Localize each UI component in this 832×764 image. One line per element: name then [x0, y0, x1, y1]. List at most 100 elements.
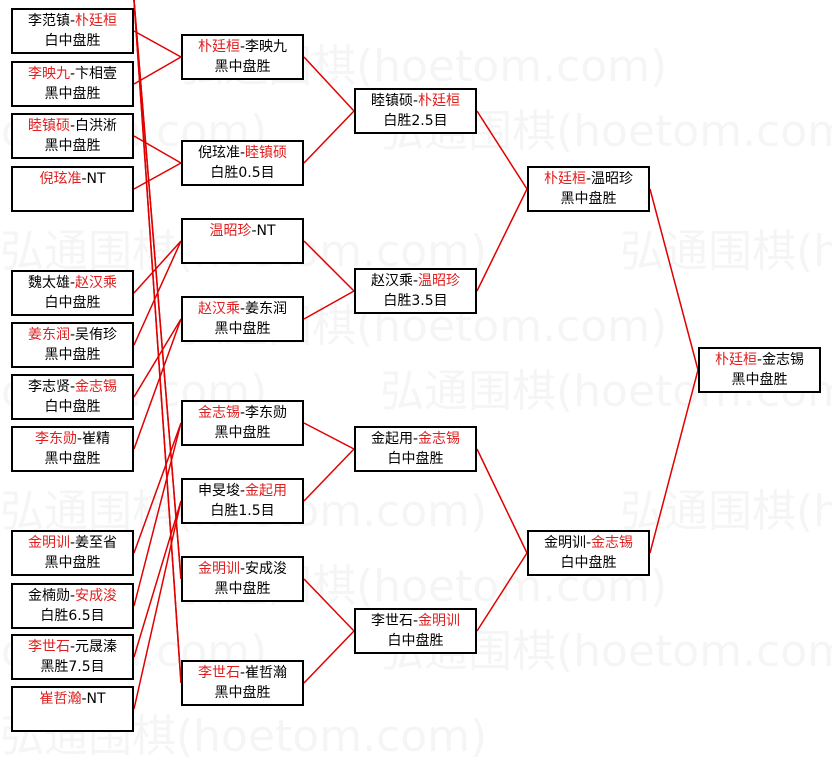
match-result: 白胜1.5目: [210, 503, 275, 519]
player-black: 金楠勋: [27, 588, 70, 604]
match-players: 倪玹准-睦镇硕: [183, 143, 302, 163]
match-box-round1-12: 崔哲瀚-NT: [11, 686, 134, 732]
match-box-round2-5: 金志锡-李东勋黑中盘胜: [181, 400, 304, 446]
match-box-round2-1: 朴廷桓-李映九黑中盘胜: [181, 34, 304, 80]
separator: -: [76, 431, 83, 447]
player-black: 倪玹准: [39, 171, 82, 187]
match-box-round2-4: 赵汉乘-姜东润黑中盘胜: [181, 296, 304, 342]
match-box-round3-2: 赵汉乘-温昭珍白胜3.5目: [354, 268, 477, 314]
match-result: 黑胜7.5目: [40, 659, 105, 675]
match-players: 睦镇硕-朴廷桓: [356, 91, 475, 111]
match-box-round2-2: 倪玹准-睦镇硕白胜0.5目: [181, 140, 304, 186]
player-white: NT: [86, 691, 106, 707]
player-black: 魏太雄: [27, 275, 70, 291]
player-white: 金志锡: [418, 431, 461, 447]
match-box-round1-6: 姜东润-吴侑珍黑中盘胜: [11, 322, 134, 368]
match-players: 金明训-安成浚: [183, 559, 302, 579]
separator: -: [69, 13, 76, 29]
separator: -: [81, 691, 87, 707]
match-players: 赵汉乘-姜东润: [183, 299, 302, 319]
match-result: 白中盘胜: [560, 555, 617, 571]
player-white: 李东勋: [245, 405, 288, 421]
separator: -: [69, 379, 76, 395]
player-white: 李映九: [245, 39, 288, 55]
match-result: 黑中盘胜: [44, 138, 101, 154]
connector-line: [476, 110, 528, 190]
separator: -: [239, 405, 246, 421]
match-players: 李映九-卞相壹: [13, 64, 132, 84]
separator: -: [756, 352, 763, 368]
player-black: 睦镇硕: [370, 93, 413, 109]
match-result: 黑中盘胜: [44, 347, 101, 363]
match-players: 李范镇-朴廷桓: [13, 11, 132, 31]
player-black: 赵汉乘: [370, 273, 413, 289]
player-white: 金志锡: [591, 535, 634, 551]
connector-line: [303, 56, 355, 112]
match-players: 朴廷桓-温昭珍: [529, 169, 648, 189]
match-box-round1-4: 倪玹准-NT: [11, 166, 134, 212]
separator: -: [239, 301, 246, 317]
player-white: 朴廷桓: [75, 13, 118, 29]
match-result: 白中盘胜: [44, 33, 101, 49]
match-players: 申旻埈-金起用: [183, 481, 302, 501]
player-black: 朴廷桓: [714, 352, 757, 368]
connector-line: [133, 0, 182, 580]
match-players: 李世石-崔哲瀚: [183, 663, 302, 683]
match-result: 白胜6.5目: [40, 608, 105, 624]
player-black: 李世石: [27, 639, 70, 655]
match-box-round3-1: 睦镇硕-朴廷桓白胜2.5目: [354, 88, 477, 134]
player-white: 元晟溱: [75, 639, 118, 655]
separator: -: [239, 39, 246, 55]
separator: -: [69, 275, 76, 291]
match-box-round1-5: 魏太雄-赵汉乘白中盘胜: [11, 270, 134, 316]
player-black: 姜东润: [27, 327, 70, 343]
player-white: 赵汉乘: [75, 275, 118, 291]
separator: -: [69, 66, 76, 82]
connector-line: [133, 240, 182, 294]
connector-line: [303, 578, 355, 632]
player-white: 金志锡: [75, 379, 118, 395]
connector-line: [133, 0, 182, 684]
player-white: 安成浚: [75, 588, 118, 604]
match-box-round2-8: 李世石-崔哲瀚黑中盘胜: [181, 660, 304, 706]
match-players: 金志锡-李东勋: [183, 403, 302, 423]
player-black: 李东勋: [34, 431, 77, 447]
separator: -: [585, 535, 592, 551]
match-players: 赵汉乘-温昭珍: [356, 271, 475, 291]
match-box-round4-1: 朴廷桓-温昭珍黑中盘胜: [527, 166, 650, 212]
player-black: 李映九: [27, 66, 70, 82]
separator: -: [239, 561, 246, 577]
match-result: 黑中盘胜: [214, 425, 271, 441]
player-black: 李世石: [370, 613, 413, 629]
player-black: 金志锡: [197, 405, 240, 421]
player-black: 李范镇: [27, 13, 70, 29]
match-result: 白中盘胜: [387, 633, 444, 649]
player-black: 睦镇硕: [27, 118, 70, 134]
match-players: 姜东润-吴侑珍: [13, 325, 132, 345]
connector-line: [133, 318, 182, 398]
match-box-round1-2: 李映九-卞相壹黑中盘胜: [11, 61, 134, 107]
separator: -: [412, 93, 419, 109]
match-players: 魏太雄-赵汉乘: [13, 273, 132, 293]
player-white: NT: [256, 223, 276, 239]
connector-line: [133, 56, 182, 85]
player-white: 崔哲瀚: [245, 665, 288, 681]
match-result: 黑中盘胜: [560, 191, 617, 207]
match-box-final-1: 朴廷桓-金志锡黑中盘胜: [698, 347, 821, 393]
player-black: 李世石: [197, 665, 240, 681]
separator: -: [585, 171, 592, 187]
separator: -: [81, 171, 87, 187]
separator: -: [69, 535, 76, 551]
connector-line: [649, 188, 699, 371]
match-players: 睦镇硕-白洪淅: [13, 116, 132, 136]
match-result: 黑中盘胜: [731, 372, 788, 388]
match-box-round4-2: 金明训-金志锡白中盘胜: [527, 530, 650, 576]
separator: -: [69, 118, 76, 134]
match-box-round2-7: 金明训-安成浚黑中盘胜: [181, 556, 304, 602]
player-black: 朴廷桓: [197, 39, 240, 55]
connector-line: [133, 162, 182, 190]
match-players: 倪玹准-NT: [13, 169, 132, 189]
match-result: 黑中盘胜: [214, 59, 271, 75]
match-result: 白中盘胜: [44, 295, 101, 311]
player-black: 温昭珍: [209, 223, 252, 239]
